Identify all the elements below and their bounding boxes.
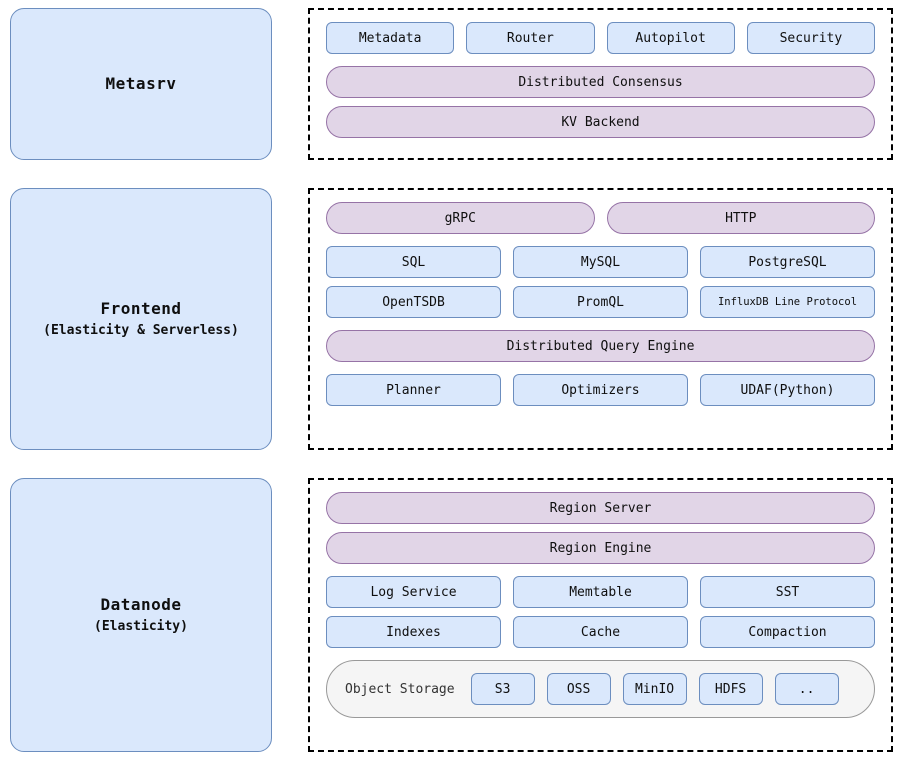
role-panel-datanode: Datanode (Elasticity) — [10, 478, 272, 752]
interface-opentsdb[interactable]: OpenTSDB — [326, 286, 501, 318]
metasrv-consensus-row: Distributed Consensus — [326, 66, 875, 98]
frontend-interfaces-row-1: SQL MySQL PostgreSQL — [326, 246, 875, 278]
group-frontend: gRPC HTTP SQL MySQL PostgreSQL OpenTSDB … — [308, 188, 893, 450]
component-security[interactable]: Security — [746, 22, 875, 54]
component-udaf-python[interactable]: UDAF(Python) — [700, 374, 875, 406]
role-panel-metasrv: Metasrv — [10, 8, 272, 160]
component-cache[interactable]: Cache — [513, 616, 688, 648]
datanode-components-row-2: Indexes Cache Compaction — [326, 616, 875, 648]
service-region-engine[interactable]: Region Engine — [326, 532, 875, 564]
metasrv-components-row: Metadata Router Autopilot Security — [326, 22, 875, 54]
interface-influxdb-line-protocol[interactable]: InfluxDB Line Protocol — [700, 286, 875, 318]
interface-promql[interactable]: PromQL — [513, 286, 688, 318]
object-storage-container: Object Storage S3 OSS MinIO HDFS .. — [326, 660, 875, 718]
storage-backend-oss[interactable]: OSS — [546, 673, 611, 705]
component-autopilot[interactable]: Autopilot — [606, 22, 735, 54]
role-title-metasrv: Metasrv — [105, 74, 177, 94]
datanode-region-engine-row: Region Engine — [326, 532, 875, 564]
component-compaction[interactable]: Compaction — [700, 616, 875, 648]
datanode-components-row-1: Log Service Memtable SST — [326, 576, 875, 608]
component-router[interactable]: Router — [466, 22, 595, 54]
component-metadata[interactable]: Metadata — [326, 22, 455, 54]
interface-mysql[interactable]: MySQL — [513, 246, 688, 278]
storage-backend-hdfs[interactable]: HDFS — [698, 673, 763, 705]
role-panel-frontend: Frontend (Elasticity & Serverless) — [10, 188, 272, 450]
service-distributed-consensus[interactable]: Distributed Consensus — [326, 66, 875, 98]
datanode-region-server-row: Region Server — [326, 492, 875, 524]
service-distributed-query-engine[interactable]: Distributed Query Engine — [326, 330, 875, 362]
component-sst[interactable]: SST — [700, 576, 875, 608]
component-planner[interactable]: Planner — [326, 374, 501, 406]
component-optimizers[interactable]: Optimizers — [513, 374, 688, 406]
frontend-interfaces-row-2: OpenTSDB PromQL InfluxDB Line Protocol — [326, 286, 875, 318]
group-datanode: Region Server Region Engine Log Service … — [308, 478, 893, 752]
object-storage-label: Object Storage — [345, 681, 455, 697]
protocol-http[interactable]: HTTP — [606, 202, 875, 234]
interface-sql[interactable]: SQL — [326, 246, 501, 278]
frontend-engine-row: Distributed Query Engine — [326, 330, 875, 362]
component-indexes[interactable]: Indexes — [326, 616, 501, 648]
component-memtable[interactable]: Memtable — [513, 576, 688, 608]
role-subtitle-frontend: (Elasticity & Serverless) — [43, 323, 239, 339]
storage-backend-more[interactable]: .. — [774, 673, 839, 705]
frontend-engine-parts-row: Planner Optimizers UDAF(Python) — [326, 374, 875, 406]
role-title-datanode: Datanode — [100, 595, 182, 615]
service-kv-backend[interactable]: KV Backend — [326, 106, 875, 138]
role-subtitle-datanode: (Elasticity) — [94, 619, 188, 635]
metasrv-kv-row: KV Backend — [326, 106, 875, 138]
storage-backend-minio[interactable]: MinIO — [622, 673, 687, 705]
role-title-frontend: Frontend — [100, 299, 182, 319]
interface-postgresql[interactable]: PostgreSQL — [700, 246, 875, 278]
group-metasrv: Metadata Router Autopilot Security Distr… — [308, 8, 893, 160]
protocol-grpc[interactable]: gRPC — [326, 202, 595, 234]
frontend-protocols-row: gRPC HTTP — [326, 202, 875, 234]
component-log-service[interactable]: Log Service — [326, 576, 501, 608]
service-region-server[interactable]: Region Server — [326, 492, 875, 524]
storage-backend-s3[interactable]: S3 — [470, 673, 535, 705]
